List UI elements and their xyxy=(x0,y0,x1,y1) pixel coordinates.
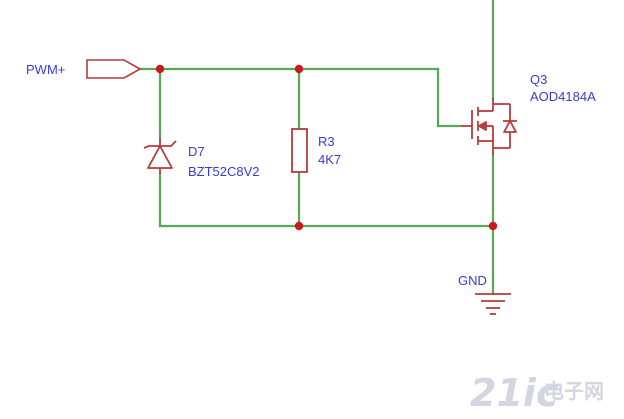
watermark-logo: 21ic 电子网 xyxy=(470,371,604,415)
junctions xyxy=(155,64,498,231)
pwm-port-symbol xyxy=(86,59,142,79)
r3-reference-label: R3 xyxy=(318,134,335,149)
q3-value-label: AOD4184A xyxy=(530,89,596,104)
gnd-net-label: GND xyxy=(458,273,487,288)
q3-reference-label: Q3 xyxy=(530,72,547,87)
junction-gnd-source xyxy=(488,221,498,231)
pwm-net-label: PWM+ xyxy=(26,62,65,77)
wires xyxy=(138,0,495,296)
junction-pwm-diode xyxy=(155,64,165,74)
junction-pwm-resistor xyxy=(294,64,304,74)
watermark-text-right: 电子网 xyxy=(544,379,604,403)
resistor-r3-symbol xyxy=(291,128,308,173)
r3-value-label: 4K7 xyxy=(318,152,341,167)
junction-gnd-resistor xyxy=(294,221,304,231)
d7-value-label: BZT52C8V2 xyxy=(188,164,260,179)
ground-icon xyxy=(475,293,511,315)
zener-diode-d7-symbol xyxy=(143,138,177,174)
watermark-text-left: 21ic xyxy=(470,371,559,415)
d7-reference-label: D7 xyxy=(188,144,205,159)
mosfet-q3-symbol xyxy=(462,98,517,155)
